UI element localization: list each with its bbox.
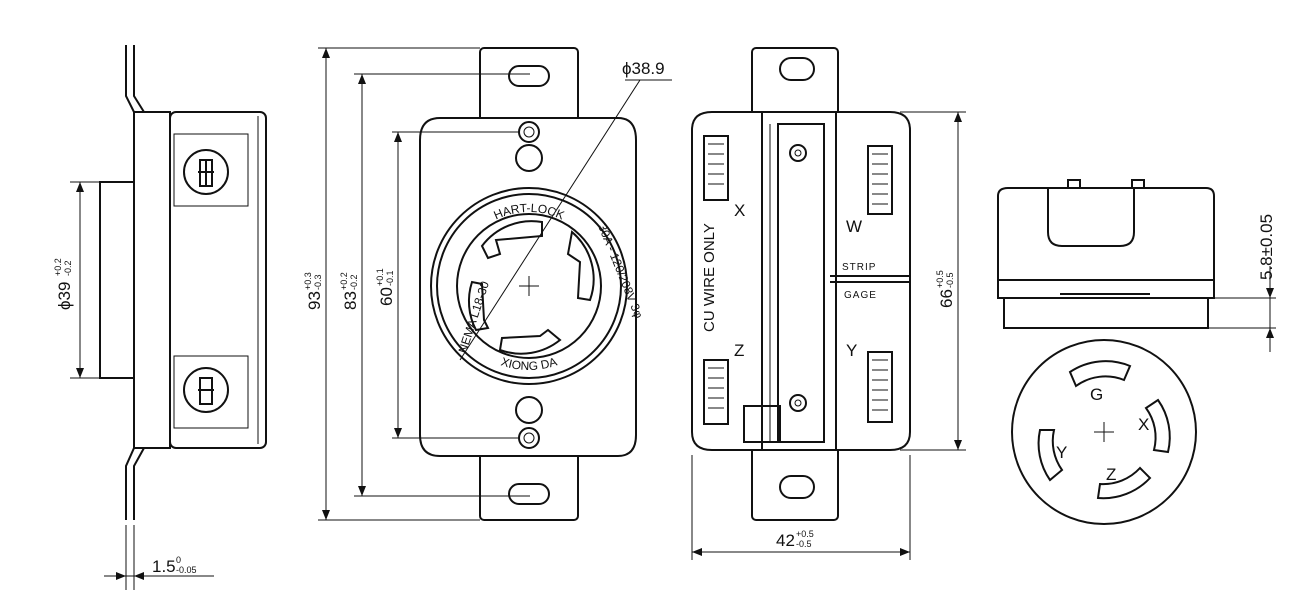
- ring-label-bottom: XIONG DA: [499, 355, 558, 374]
- dim-lower: -0.3: [313, 274, 323, 290]
- dimension-height-66: 66 +0.5 -0.5: [935, 270, 956, 308]
- plug-body-side: [997, 187, 1215, 299]
- dim-value: 83: [341, 291, 360, 310]
- terminal-icon: [867, 351, 893, 423]
- dim-upper: +0.5: [796, 529, 814, 539]
- plug-label-x: X: [1138, 415, 1149, 434]
- rivet: [789, 394, 807, 412]
- screw-icon: [173, 355, 249, 429]
- dim-value: 60: [377, 287, 396, 306]
- terminal-label-z: Z: [734, 341, 744, 360]
- plug-pin-y: [1037, 429, 1064, 482]
- front-view: HART-LOCK XIONG DA 30A - 120/208V 3φ NEM…: [303, 47, 672, 521]
- contact-slot: [498, 328, 562, 355]
- dimension-height-83: 83 +0.2 -0.2: [339, 272, 360, 310]
- plug-label-g: G: [1090, 385, 1103, 404]
- terminal-icon: [867, 145, 893, 215]
- mounting-slot: [508, 65, 550, 87]
- dim-value: ϕ39: [55, 282, 74, 310]
- receptacle-body: [419, 117, 637, 457]
- dimension-depth: 5.8±0.05: [1257, 214, 1276, 280]
- mounting-slot: [779, 57, 815, 81]
- dim-upper: 0: [176, 555, 181, 565]
- contact-slot: [566, 230, 595, 302]
- side-cylinder: [99, 181, 135, 379]
- plug-face-view: G X Y Z: [1011, 339, 1197, 525]
- dimension-height-93: 93 +0.3 -0.3: [303, 272, 324, 310]
- plug-label-z: Z: [1106, 465, 1116, 484]
- plug-pin-x: [1144, 398, 1171, 454]
- contact-slot: [480, 220, 543, 260]
- contact-slot: [467, 280, 490, 332]
- dim-upper: +0.2: [53, 258, 63, 276]
- dimension-diameter-side: ϕ39 +0.2 -0.2: [53, 258, 74, 310]
- terminal-label-x: X: [734, 201, 745, 220]
- dim-lower: -0.2: [63, 260, 73, 276]
- dimension-base-thickness: 1.5 0 -0.05: [152, 555, 197, 576]
- dim-upper: +0.5: [935, 270, 945, 288]
- plug-label-y: Y: [1056, 443, 1067, 462]
- terminal-label-y: Y: [846, 341, 857, 360]
- dimension-diameter-face: ϕ38.9: [622, 59, 665, 78]
- dim-value: 1.5: [152, 557, 176, 576]
- dim-lower: -0.1: [385, 270, 395, 286]
- rear-view: X Z W Y CU WIRE ONLY STRIP GAGE 66 +0.5 …: [691, 47, 966, 560]
- strip-label: STRIP: [842, 262, 876, 273]
- terminal-icon: [703, 135, 729, 201]
- plug-face-circle: [1011, 339, 1197, 525]
- side-body: [169, 111, 267, 449]
- plug-pin-z: [1096, 466, 1152, 500]
- dim-value: 66: [937, 289, 956, 308]
- dim-value: 42: [776, 531, 795, 550]
- screw-icon: [173, 133, 249, 207]
- side-body-front: [133, 111, 171, 449]
- dimension-width-42: 42 +0.5 -0.5: [776, 529, 814, 550]
- rivet: [789, 144, 807, 162]
- dim-lower: -0.5: [796, 539, 812, 549]
- dim-lower: -0.5: [945, 272, 955, 288]
- ring-label-top: HART-LOCK: [492, 201, 567, 223]
- mounting-slot: [779, 475, 815, 499]
- dim-value: 93: [305, 291, 324, 310]
- rear-body: [691, 111, 911, 451]
- wire-note: CU WIRE ONLY: [701, 223, 718, 332]
- dim-upper: +0.1: [375, 268, 385, 286]
- face-outer-ring: [430, 187, 628, 385]
- plug-pin-g: [1068, 360, 1132, 388]
- dim-lower: -0.05: [176, 565, 197, 575]
- dim-lower: -0.2: [349, 274, 359, 290]
- terminal-icon: [703, 359, 729, 425]
- terminal-label-w: W: [846, 217, 862, 236]
- gage-label: GAGE: [844, 290, 877, 301]
- plug-side-view: 5.8±0.05: [997, 179, 1276, 352]
- mounting-slot: [508, 483, 550, 505]
- side-view: ϕ39 +0.2 -0.2 1.5 0 -0.05: [53, 45, 267, 590]
- plug-base: [1003, 297, 1209, 329]
- dim-upper: +0.2: [339, 272, 349, 290]
- dim-upper: +0.3: [303, 272, 313, 290]
- dimension-height-60: 60 +0.1 -0.1: [375, 268, 396, 306]
